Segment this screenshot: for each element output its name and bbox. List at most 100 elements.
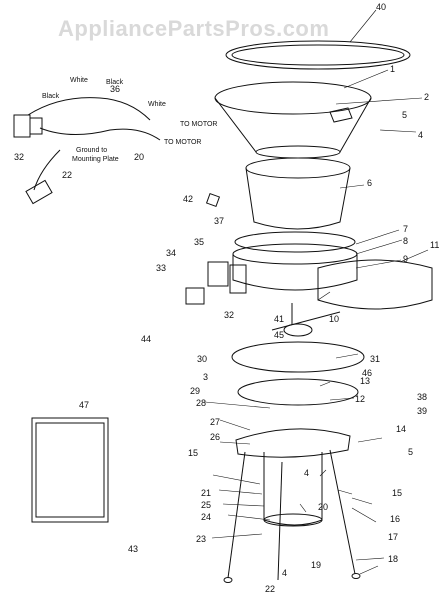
leg-right <box>329 449 356 575</box>
latch-housing <box>229 264 247 294</box>
bowl-body <box>245 167 351 230</box>
callout-30: 30 <box>197 354 207 364</box>
callout-44: 44 <box>141 334 151 344</box>
callout-32-wiring: 32 <box>14 152 24 162</box>
switch-32-left <box>13 114 31 138</box>
callout-5: 5 <box>408 447 413 457</box>
ring-mid <box>232 243 358 265</box>
wire-label-ground-2: Mounting Plate <box>72 156 119 163</box>
ring-top <box>234 231 356 253</box>
callout-14: 14 <box>396 424 406 434</box>
base-top <box>235 428 351 458</box>
callout-45: 45 <box>274 330 284 340</box>
gasket-ring <box>225 40 411 70</box>
gasket-ring-inner <box>231 44 405 66</box>
callout-24: 24 <box>201 512 211 522</box>
switch-32-right <box>29 117 43 135</box>
callout-34: 34 <box>166 248 176 258</box>
outer-band <box>317 259 433 310</box>
callout-3: 3 <box>203 372 208 382</box>
callout-17: 17 <box>388 532 398 542</box>
callout-4-bottom: 4 <box>282 568 287 578</box>
wire-label-white-top: White <box>70 77 88 84</box>
callout-18: 18 <box>388 554 398 564</box>
callout-4: 4 <box>304 468 309 478</box>
callout-47: 47 <box>79 400 89 410</box>
wiring-labels: White Black Black White TO MOTOR TO MOTO… <box>42 77 217 163</box>
leader-lines <box>204 9 429 575</box>
bowl-rim <box>245 157 351 179</box>
shaft <box>271 303 341 331</box>
leg-left <box>227 451 246 579</box>
callout-23: 23 <box>196 534 206 544</box>
power-plug <box>25 179 53 205</box>
wire-harness <box>27 97 161 191</box>
callout-43: 43 <box>128 544 138 554</box>
callout-25: 25 <box>201 500 211 510</box>
callout-22-bottom: 22 <box>265 584 275 594</box>
callout-4-top: 4 <box>418 130 423 140</box>
instruction-sheet <box>31 417 109 523</box>
instruction-sheet-border <box>35 422 105 518</box>
callout-9: 9 <box>403 254 408 264</box>
disc-upper <box>231 341 365 373</box>
callout-36: 36 <box>110 84 120 94</box>
hopper-strap <box>329 107 353 123</box>
callout-46: 46 <box>362 368 372 378</box>
callout-33: 33 <box>156 263 166 273</box>
callout-40: 40 <box>376 2 386 12</box>
hub <box>283 323 313 337</box>
callout-6: 6 <box>367 178 372 188</box>
callout-11: 11 <box>430 240 439 250</box>
callout-26: 26 <box>210 432 220 442</box>
disc-lower <box>237 378 359 406</box>
hopper-bottom <box>255 145 341 159</box>
callout-10: 10 <box>329 314 339 324</box>
callout-20: 20 <box>318 502 328 512</box>
wire-label-ground-1: Ground to <box>76 147 107 154</box>
wire-label-black-left: Black <box>42 93 60 100</box>
callout-8: 8 <box>403 236 408 246</box>
leg-foot-left <box>223 577 233 583</box>
callout-35: 35 <box>194 237 204 247</box>
wire-label-black-right: Black <box>106 79 124 86</box>
latch-block <box>207 261 229 287</box>
callout-37: 37 <box>214 216 224 226</box>
clip <box>205 192 221 208</box>
wire-label-white-right: White <box>148 101 166 108</box>
hopper-body <box>214 97 372 153</box>
callout-41: 41 <box>274 314 284 324</box>
callout-2: 2 <box>424 92 429 102</box>
callout-21: 21 <box>201 488 211 498</box>
leg-center <box>277 461 283 581</box>
latch-bracket <box>185 287 205 305</box>
wire-label-to-motor-1: TO MOTOR <box>180 121 217 128</box>
callout-31: 31 <box>370 354 380 364</box>
callout-19: 19 <box>311 560 321 570</box>
callout-22-wiring: 22 <box>62 170 72 180</box>
callout-12: 12 <box>355 394 365 404</box>
callout-28: 28 <box>196 398 206 408</box>
callout-39: 39 <box>417 406 427 416</box>
callout-16: 16 <box>390 514 400 524</box>
callout-15-right: 15 <box>392 488 402 498</box>
watermark-text: AppliancePartsPros.com <box>58 16 329 41</box>
callout-1: 1 <box>390 64 395 74</box>
callout-20-wiring: 20 <box>134 152 144 162</box>
callout-38: 38 <box>417 392 427 402</box>
callout-15-left: 15 <box>188 448 198 458</box>
callout-32: 32 <box>224 310 234 320</box>
leg-foot-right <box>351 573 361 579</box>
callout-5-top: 5 <box>402 110 407 120</box>
callout-29: 29 <box>190 386 200 396</box>
callout-labels: 40 1 2 4 5 6 7 8 9 11 10 41 45 31 46 30 … <box>14 2 439 594</box>
wire-label-to-motor-2: TO MOTOR <box>164 139 201 146</box>
motor-bottom <box>263 513 323 527</box>
ring-band <box>232 254 358 291</box>
callout-27: 27 <box>210 417 220 427</box>
callout-42: 42 <box>183 194 193 204</box>
callout-13: 13 <box>360 376 370 386</box>
callout-7: 7 <box>403 224 408 234</box>
